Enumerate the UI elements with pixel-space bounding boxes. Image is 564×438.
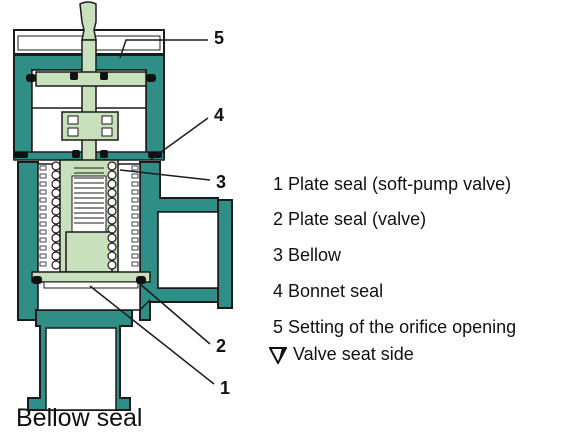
spring-turn [39, 221, 47, 227]
spring-turn [131, 237, 139, 243]
bellows-coil [107, 179, 117, 189]
spring-turn [131, 229, 139, 235]
spring-turn [131, 205, 139, 211]
bellows-coil [107, 170, 117, 180]
bellows-coil [107, 233, 117, 243]
bellows-coil [51, 260, 61, 270]
bellows-coils [39, 161, 139, 270]
legend-item-3: 3 Bellow [273, 245, 342, 265]
bellows-coil [107, 206, 117, 216]
spring-turn [131, 261, 139, 267]
callout-1: 1 [220, 378, 231, 398]
spring-turn [131, 221, 139, 227]
o-ring-seals [14, 72, 162, 284]
bellows-coil [51, 206, 61, 216]
spring-turn [39, 237, 47, 243]
bellows-coil [51, 188, 61, 198]
bellows-coil [51, 179, 61, 189]
bellows-coil [107, 215, 117, 225]
bellows-coil [107, 197, 117, 207]
bellows-coil [107, 260, 117, 270]
callout-4: 4 [214, 105, 225, 125]
bellows-coil [107, 224, 117, 234]
spring-turn [131, 245, 139, 251]
legend-item-1: 1 Plate seal (soft-pump valve) [273, 174, 512, 194]
leader-lines [89, 39, 215, 385]
bellows-coil [51, 224, 61, 234]
spring-turn [39, 245, 47, 251]
callout-5: 5 [214, 28, 225, 48]
diagram-caption: Bellow seal [16, 404, 143, 432]
bellows-coil [51, 215, 61, 225]
triangle-down-icon [269, 346, 287, 364]
bellows-coil [107, 161, 117, 171]
bellows-coil [51, 251, 61, 261]
bellows-coil [107, 242, 117, 252]
spring-turn [131, 173, 139, 179]
spring-turn [39, 181, 47, 187]
spring-turn [39, 229, 47, 235]
spring-turn [131, 189, 139, 195]
spring-turn [39, 261, 47, 267]
bellows-coil [51, 242, 61, 252]
spring-turn [39, 197, 47, 203]
bellows-coil [107, 251, 117, 261]
callout-3: 3 [216, 172, 227, 192]
bellows-coil [107, 188, 117, 198]
spring-turn [131, 165, 139, 171]
spring-turn [39, 189, 47, 195]
callout-2: 2 [216, 336, 227, 356]
valve-cross-section-diagram [13, 1, 233, 411]
bellows-coil [51, 197, 61, 207]
spring-turn [39, 205, 47, 211]
spring-turn [39, 173, 47, 179]
spring-turn [39, 165, 47, 171]
legend-valve-seat: Valve seat side [269, 344, 414, 365]
spring-turn [131, 253, 139, 259]
bellows-coil [51, 170, 61, 180]
spring-turn [39, 253, 47, 259]
bellows-coil [51, 161, 61, 171]
legend-item-5: 5 Setting of the orifice opening [273, 317, 517, 337]
legend-item-4: 4 Bonnet seal [273, 281, 384, 301]
spring-turn [39, 213, 47, 219]
spring-turn [131, 181, 139, 187]
valve-seat-label: Valve seat side [293, 344, 414, 364]
legend-item-2: 2 Plate seal (valve) [273, 209, 427, 229]
spring-turn [131, 197, 139, 203]
spring-turn [131, 213, 139, 219]
bellows-coil [51, 233, 61, 243]
